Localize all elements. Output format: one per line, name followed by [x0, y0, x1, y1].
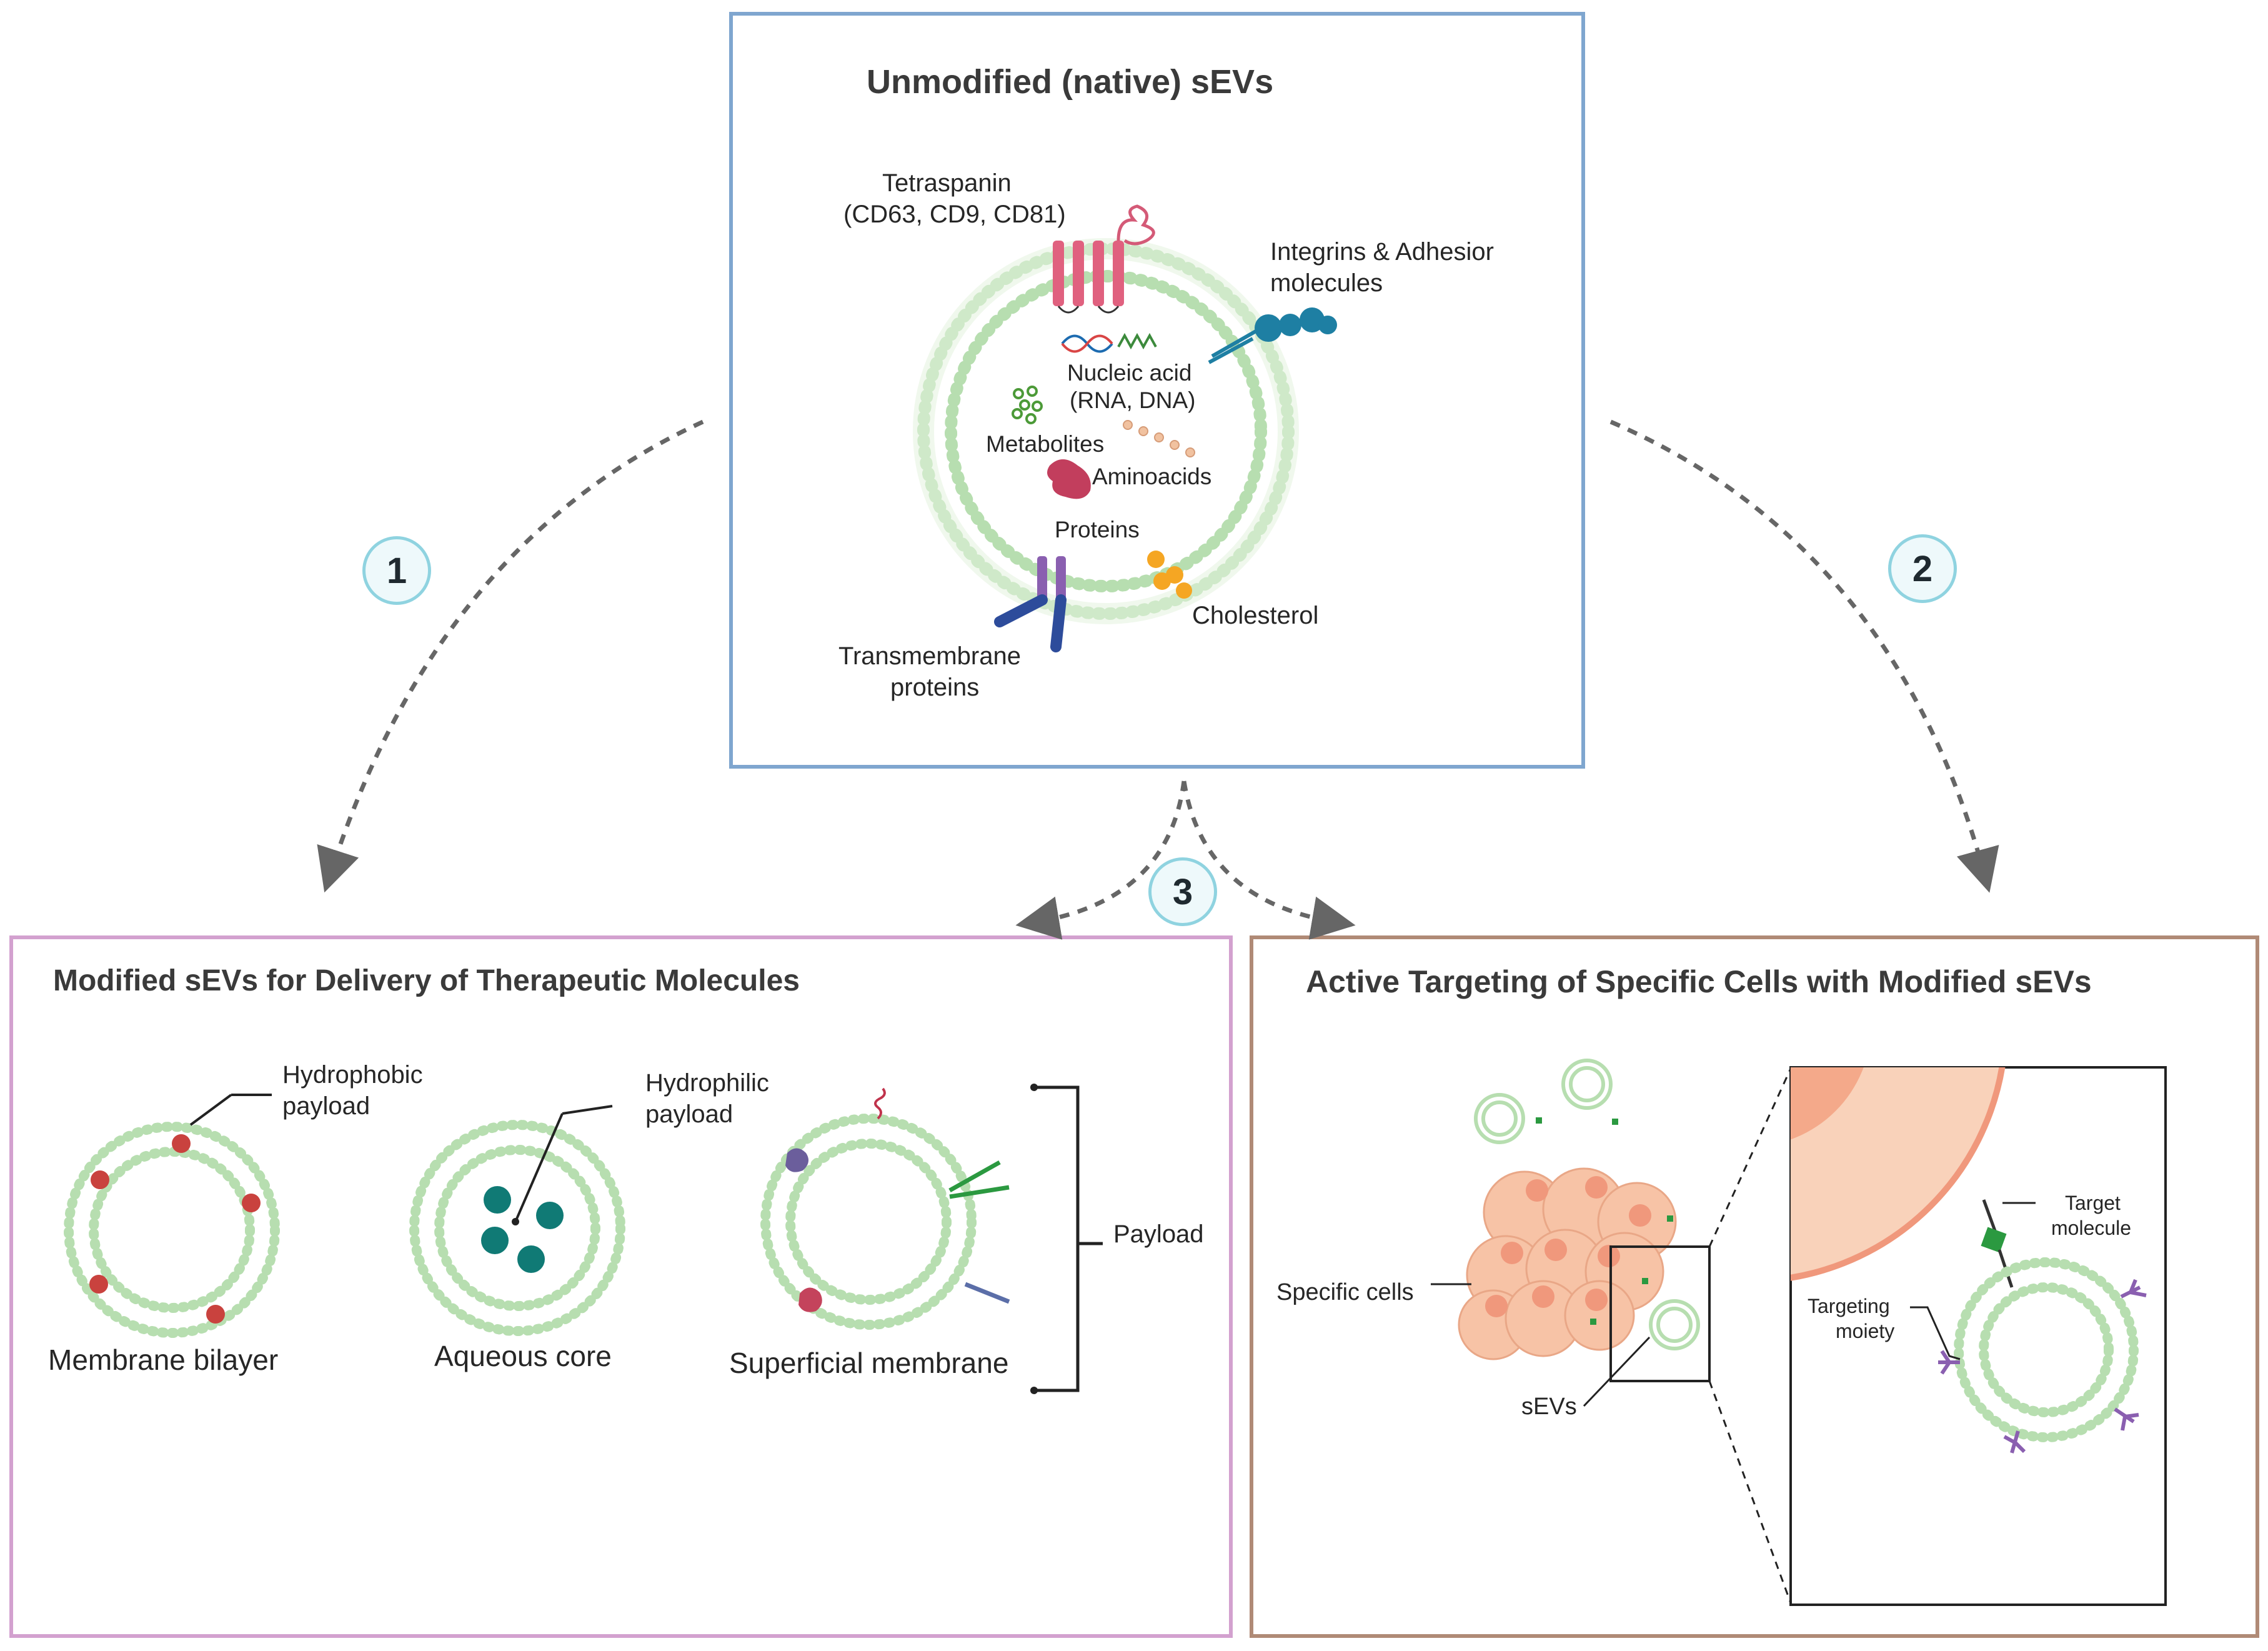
label-membrane-bilayer: Membrane bilayer [48, 1344, 279, 1376]
superficial-membrane-vesicle [760, 1084, 1103, 1394]
label-target-line2: molecule [2051, 1217, 2132, 1239]
label-aminoacids: Aminoacids [1092, 464, 1212, 489]
label-hydrophobic-line2: payload [282, 1092, 371, 1120]
label-cholesterol: Cholesterol [1192, 602, 1319, 629]
label-proteins: Proteins [1055, 517, 1140, 542]
label-payload: Payload [1113, 1220, 1204, 1248]
top-panel-frame [729, 12, 1585, 769]
label-metabolites: Metabolites [986, 431, 1105, 457]
sevs-leader [1583, 1336, 1651, 1407]
label-aqueous-core: Aqueous core [434, 1340, 612, 1372]
zoom-line-top [1708, 1068, 1792, 1247]
label-tetraspanin-line1: Tetraspanin [882, 169, 1012, 197]
label-integrins-line2: molecules [1270, 269, 1383, 297]
protein-blob [1047, 459, 1091, 499]
cholesterol-molecules [1147, 551, 1192, 599]
nucleic-acid-strands [1061, 332, 1157, 353]
left-panel-frame [9, 935, 1233, 1638]
label-integrins-line1: Integrins & Adhesior [1270, 238, 1494, 266]
top-panel-title: Unmodified (native) sEVs [867, 63, 1274, 101]
floating-sevs [1474, 1059, 1700, 1350]
step-1-badge: 1 [362, 536, 431, 605]
label-nucleic-acid-line2: (RNA, DNA) [1070, 387, 1196, 413]
label-hydrophilic-line1: Hydrophilic [645, 1069, 769, 1097]
membrane-bilayer-vesicle [64, 1094, 280, 1338]
label-superficial-membrane: Superficial membrane [729, 1347, 1009, 1379]
label-nucleic-acid-line1: Nucleic acid [1067, 360, 1192, 386]
arrow-step-2 [1609, 419, 1999, 893]
label-targeting-line2: moiety [1836, 1320, 1895, 1342]
zoom-source-box [1609, 1245, 1711, 1382]
right-panel-title: Active Targeting of Specific Cells with … [1306, 964, 2092, 999]
label-targeting-line1: Targeting [1808, 1295, 1890, 1317]
label-transmembrane-line1: Transmembrane [838, 642, 1021, 670]
label-transmembrane-line2: proteins [890, 674, 980, 701]
step-3-badge: 3 [1148, 857, 1217, 926]
zoom-line-bottom [1708, 1380, 1792, 1604]
native-sev-vesicle [913, 238, 1299, 624]
aqueous-core-vesicle [409, 1105, 625, 1336]
specific-cells-cluster [1458, 1167, 1677, 1360]
sev-ligands [1536, 1117, 1673, 1325]
label-hydrophobic-line1: Hydrophobic [282, 1061, 423, 1089]
label-tetraspanin-line2: (CD63, CD9, CD81) [843, 201, 1066, 228]
aminoacid-chain [1123, 420, 1195, 457]
step-2-badge: 2 [1888, 534, 1957, 603]
label-sevs: sEVs [1521, 1394, 1577, 1420]
arrow-step-3-right [1181, 781, 1356, 940]
label-hydrophilic-line2: payload [645, 1100, 734, 1128]
integrin-receptor [1208, 307, 1337, 364]
tetraspanin-protein [1053, 204, 1155, 314]
label-target-line1: Target [2065, 1192, 2121, 1214]
label-specific-cells: Specific cells [1276, 1279, 1414, 1305]
metabolites-molecules [1012, 386, 1043, 424]
right-panel-frame [1250, 935, 2259, 1638]
transmembrane-protein [994, 556, 1067, 652]
zoom-inset-content [1791, 1067, 2147, 1454]
left-panel-title: Modified sEVs for Delivery of Therapeuti… [53, 964, 800, 997]
arrow-step-1 [317, 419, 704, 893]
